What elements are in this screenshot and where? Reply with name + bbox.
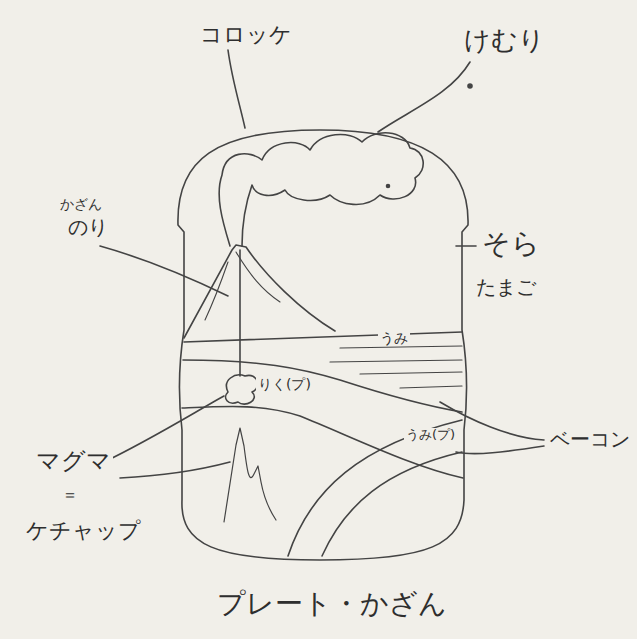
leader-line	[120, 462, 230, 478]
oceanic-plate	[288, 420, 462, 556]
sketch-label: たまご	[474, 276, 538, 299]
leader-line	[100, 246, 228, 296]
sketch-label: コロッケ	[198, 22, 294, 47]
sketch-label: ベーコン	[548, 428, 632, 451]
leader-line	[456, 446, 544, 454]
leader-line	[104, 396, 224, 462]
volcano-cone	[184, 245, 335, 338]
volcano-ridge	[205, 252, 280, 320]
magma-blob	[226, 375, 258, 404]
leader-line	[456, 245, 476, 247]
ground-line	[184, 332, 462, 342]
leader-line	[228, 50, 245, 128]
continental-plate	[183, 360, 462, 412]
sketch-label: ケチャップ	[24, 518, 143, 543]
croquette-outline	[178, 130, 468, 560]
sketch-label: けむり	[462, 26, 547, 56]
sketch-label: マグマ	[34, 448, 113, 476]
sketch-label: うみ	[378, 330, 410, 346]
sketch-label: うみ(プ)	[404, 428, 457, 443]
sketch-label: ＝	[60, 486, 80, 504]
sketch-label: りく(プ)	[256, 376, 313, 392]
sketch-label: かざん	[58, 196, 104, 212]
ketchup-spikes	[224, 428, 276, 522]
caption: プレート・かざん	[215, 588, 449, 620]
sketch-label: そら	[480, 228, 542, 260]
pencil-dot	[468, 84, 472, 88]
sketch-label: のり	[66, 216, 110, 239]
sea-lines	[330, 346, 462, 388]
pencil-dot	[387, 185, 390, 188]
leader-line	[378, 62, 470, 132]
magma-conduit	[239, 250, 241, 376]
oceanic-plate	[322, 452, 462, 556]
continental-plate	[182, 406, 463, 478]
smoke-cloud	[219, 133, 423, 246]
